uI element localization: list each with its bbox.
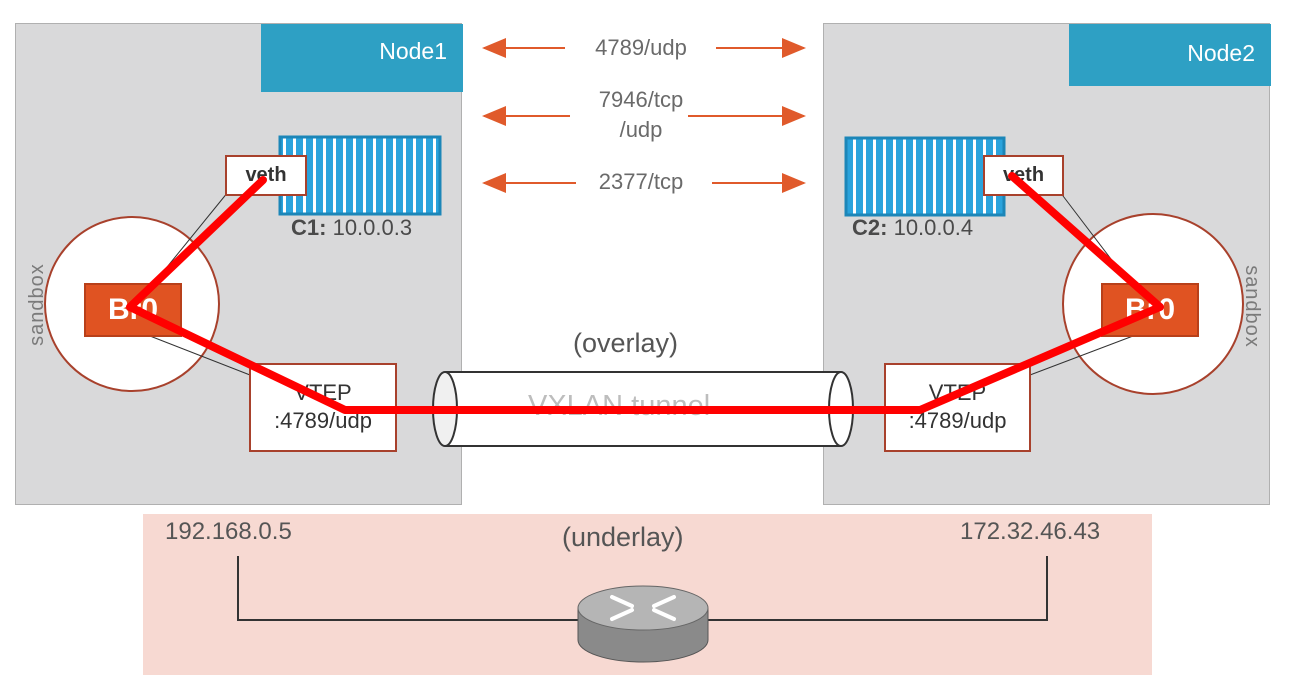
port-label-2377: 2377/tcp	[598, 169, 684, 194]
underlay-ip-right: 172.32.46.43	[960, 518, 1101, 545]
underlay-ip-left: 192.168.0.5	[165, 518, 292, 545]
bridge-br0-node2: Br0	[1101, 283, 1199, 337]
port-label-4789: 4789/udp	[595, 35, 687, 60]
node2-title: Node2	[1069, 24, 1271, 86]
sandbox-label-left: sandbox	[25, 263, 48, 346]
bridge-br0-node1: Br0	[84, 283, 182, 337]
port-label-7946: 7946/tcp /udp	[598, 87, 684, 142]
vtep-box-node1: VTEP :4789/udp	[249, 363, 397, 452]
c2-label: C2: 10.0.0.4	[852, 215, 974, 240]
overlay-label: (overlay)	[573, 328, 679, 358]
vtep-box-node2: VTEP :4789/udp	[884, 363, 1031, 452]
node1-title: Node1	[261, 24, 463, 92]
veth-box-node2: veth	[983, 155, 1064, 196]
veth-box-node1: veth	[225, 155, 307, 196]
underlay-label: (underlay)	[562, 522, 684, 552]
router-icon	[577, 585, 709, 663]
container-icon	[844, 136, 1006, 217]
tunnel-label: VXLAN tunnel	[528, 390, 711, 422]
sandbox-label-right: sandbox	[1240, 265, 1263, 348]
c1-label: C1: 10.0.0.3	[291, 215, 413, 240]
